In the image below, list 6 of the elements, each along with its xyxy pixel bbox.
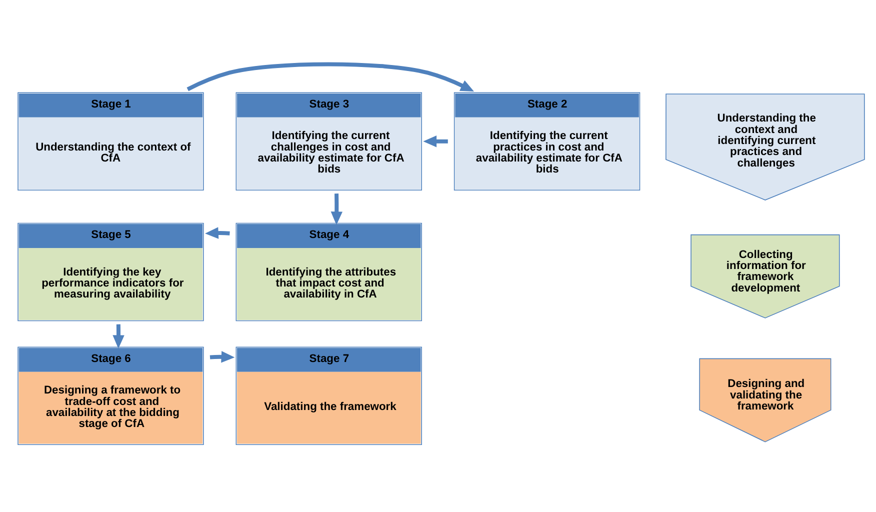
arrow: [210, 351, 235, 363]
arrow: [423, 136, 448, 148]
arrow: [330, 194, 343, 225]
arrow: [186, 62, 474, 92]
arrow: [112, 324, 124, 349]
arrow: [205, 227, 230, 239]
